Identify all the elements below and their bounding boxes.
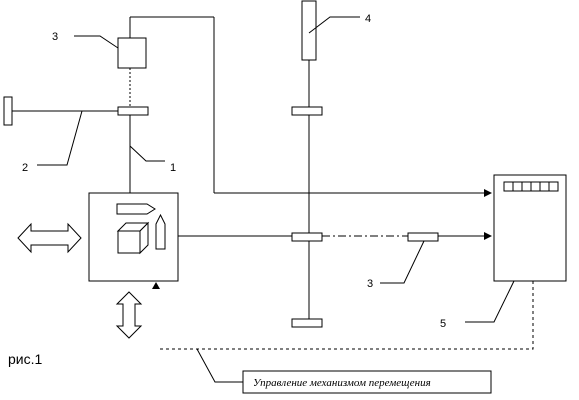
- leader-label-5: [465, 280, 515, 323]
- block-3-bottom: [407, 232, 439, 242]
- caption-box: [242, 370, 492, 394]
- leader-caption: [196, 348, 243, 383]
- left-end-block: [3, 96, 13, 126]
- leader-label-3-top: [74, 35, 119, 49]
- label-3-bottom: 3: [367, 278, 373, 290]
- leader-label-3-bottom: [380, 240, 425, 284]
- horizontal-double-arrow: [17, 222, 82, 254]
- rod-collar-middle: [291, 232, 323, 242]
- control-unit-5: [493, 174, 567, 282]
- leader-label-4: [308, 16, 360, 34]
- pencil-arrow-icon: [116, 203, 156, 215]
- cube-icon: [116, 221, 150, 255]
- label-4: 4: [365, 13, 371, 25]
- top-block-3: [117, 37, 147, 69]
- display-segments: [503, 181, 559, 192]
- leader-label-1: [129, 145, 165, 162]
- label-5: 5: [440, 318, 446, 330]
- vertical-double-arrow: [115, 291, 143, 339]
- sensor-triangle-icon: [152, 282, 160, 289]
- label-1: 1: [170, 162, 176, 174]
- label-3-top: 3: [52, 31, 58, 43]
- vertical-pencil-icon: [155, 213, 166, 250]
- rod-collar-top: [291, 106, 323, 116]
- rod-collar-bottom: [291, 318, 323, 328]
- label-2: 2: [22, 162, 28, 174]
- control-dashed-line: [158, 281, 534, 350]
- leader-label-2: [37, 110, 83, 166]
- caption-text: Управление механизмом перемещения: [253, 377, 431, 389]
- shaft-collar: [117, 106, 149, 116]
- figure-label: рис.1: [8, 351, 42, 367]
- block-4: [301, 0, 317, 61]
